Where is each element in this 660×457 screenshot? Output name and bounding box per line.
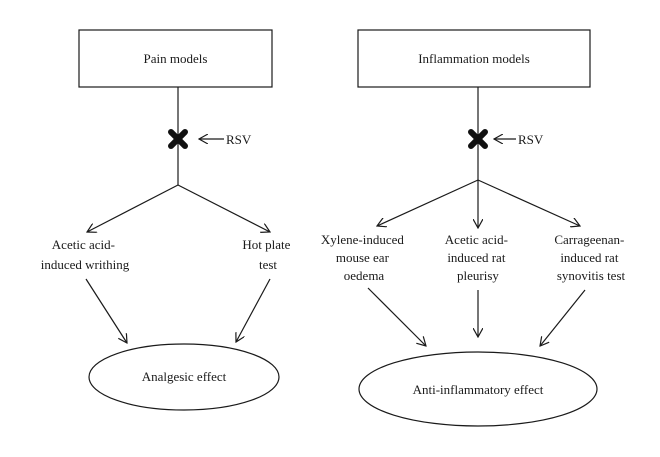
inflammation-rsv-label: RSV xyxy=(518,132,544,147)
analgesic-effect-label: Analgesic effect xyxy=(142,369,227,384)
inflammation-effect-arrow-left xyxy=(367,287,426,346)
inflammation-models-box xyxy=(357,29,591,88)
inflammation-test-acetic-pleurisy: Acetic acid- induced rat pleurisy xyxy=(445,232,511,283)
analgesic-effect-ellipse xyxy=(88,343,280,411)
inflammation-effect-arrow-right xyxy=(540,289,586,346)
pain-block-x-icon xyxy=(168,129,188,149)
pain-models-title: Pain models xyxy=(144,51,208,66)
pain-effect-arrow-left xyxy=(85,278,127,343)
pain-effect-arrow-right xyxy=(236,278,271,342)
inflammation-branch-arrow-right xyxy=(477,179,580,226)
pain-rsv-label: RSV xyxy=(226,132,252,147)
pain-test-hot-plate: Hot plate test xyxy=(242,237,293,272)
pain-models-box xyxy=(78,29,273,88)
inflammation-models-title: Inflammation models xyxy=(418,51,530,66)
pain-test-acetic-writhing: Acetic acid- induced writhing xyxy=(41,237,130,272)
inflammation-block-x-icon xyxy=(468,129,488,149)
pain-branch-arrow-left xyxy=(87,184,179,232)
pain-models-group: Pain models RSV Acetic acid- induced wri… xyxy=(41,29,293,411)
anti-inflammatory-effect-ellipse xyxy=(358,351,598,427)
inflammation-test-xylene: Xylene-induced mouse ear oedema xyxy=(321,232,407,283)
inflammation-branch-arrow-left xyxy=(377,179,479,226)
anti-inflammatory-effect-label: Anti-inflammatory effect xyxy=(413,382,544,397)
pain-branch-arrow-right xyxy=(177,184,270,232)
inflammation-test-carrageenan: Carrageenan- induced rat synovitis test xyxy=(554,232,627,283)
inflammation-models-group: Inflammation models RSV Xylene-induced m… xyxy=(321,29,627,427)
